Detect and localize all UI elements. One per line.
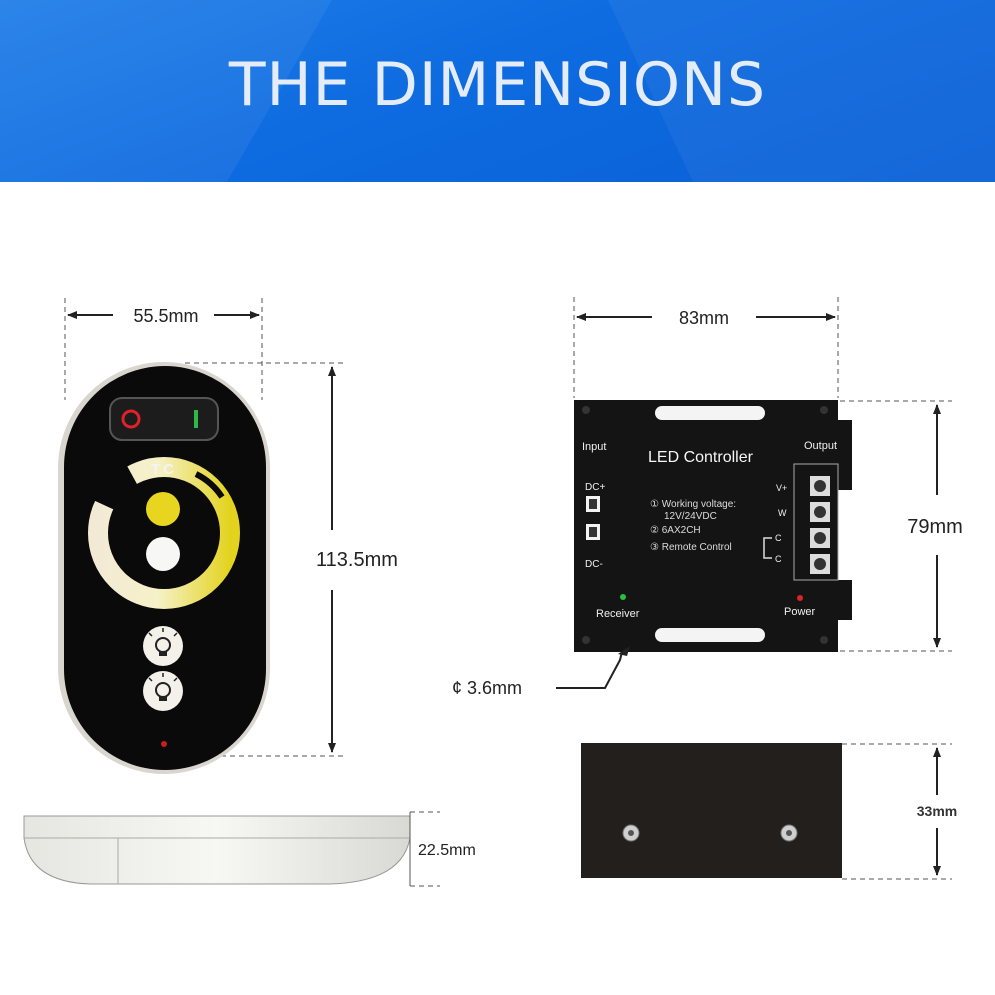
spec-voltage-value: 12V/24VDC	[664, 511, 717, 522]
controller-depth-label: 33mm	[917, 803, 957, 819]
hole-diameter-label: ¢ 3.6mm	[452, 678, 522, 698]
color-temp-ring	[88, 457, 240, 609]
remote-width-label: 55.5mm	[133, 306, 198, 326]
input-terminals	[586, 496, 600, 540]
spec-voltage: ① Working voltage:	[650, 499, 736, 510]
controller-width-dimension	[573, 297, 839, 398]
touch-remote: TC	[58, 362, 270, 774]
dc-minus-label: DC-	[585, 559, 603, 570]
indicator-led	[161, 741, 167, 747]
output-terminals	[763, 463, 839, 581]
output-c2: C	[775, 554, 782, 564]
power-toggle-bar	[109, 397, 219, 441]
controller-title: LED Controller	[648, 449, 754, 466]
power-led	[797, 595, 803, 601]
brightness-down-icon	[143, 671, 183, 711]
mount-slot-top	[655, 406, 765, 420]
controller-height-label: 79mm	[907, 516, 963, 538]
warm-light-button	[146, 492, 180, 526]
mount-slot-bottom	[655, 628, 765, 642]
controller-width-label: 83mm	[679, 308, 729, 328]
remote-thickness-label: 22.5mm	[418, 842, 476, 859]
led-controller-box	[556, 400, 852, 689]
remote-brand: TC	[151, 461, 177, 478]
output-w: W	[778, 508, 787, 518]
receiver-label: Receiver	[596, 608, 640, 620]
receiver-led	[620, 594, 626, 600]
controller-side-view	[581, 743, 952, 880]
banner-title: THE DIMENSIONS	[228, 50, 767, 120]
remote-height-dimension	[185, 362, 345, 757]
power-off-icon	[121, 409, 141, 429]
cool-light-button	[146, 537, 180, 571]
remote-side-view	[23, 811, 440, 887]
power-label: Power	[784, 606, 816, 618]
remote-width-dimension	[64, 298, 263, 400]
dc-plus-label: DC+	[585, 482, 605, 493]
remote-height-label: 113.5mm	[316, 549, 398, 571]
spec-current: ② 6AX2CH	[650, 525, 701, 536]
output-c1: C	[775, 533, 782, 543]
input-label: Input	[582, 441, 606, 453]
spec-remote: ③ Remote Control	[650, 542, 732, 553]
output-label: Output	[804, 440, 837, 452]
output-vplus: V+	[776, 483, 787, 493]
brightness-up-icon	[143, 626, 183, 666]
controller-height-dimension	[840, 400, 952, 652]
header-banner: THE DIMENSIONS	[0, 0, 995, 182]
